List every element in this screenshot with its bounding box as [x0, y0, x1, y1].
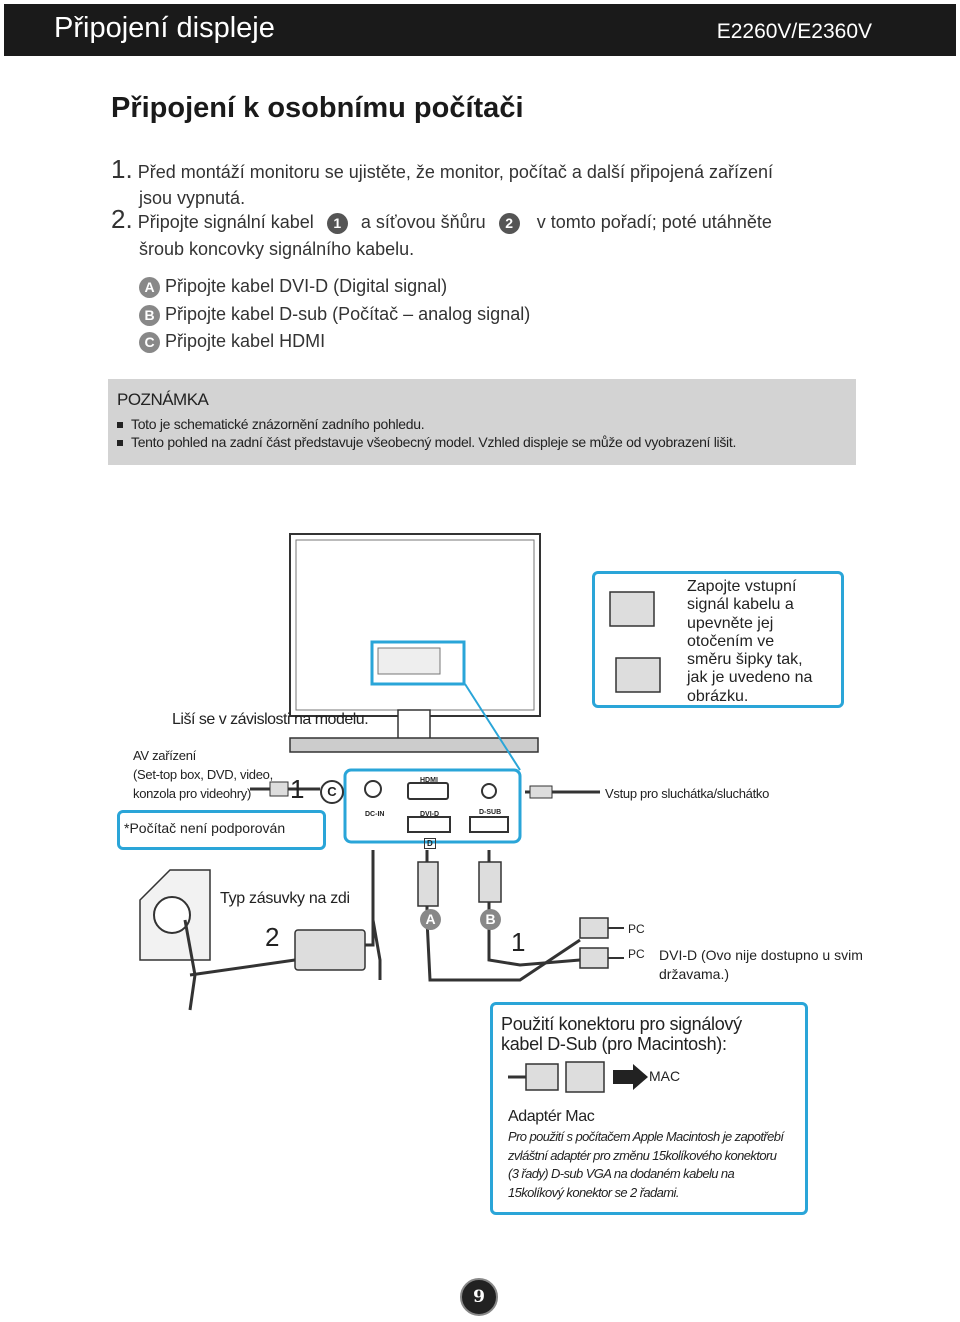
- mac-title: Použití konektoru pro signálový kabel D-…: [501, 1014, 742, 1054]
- step-1: 1. Před montáží monitoru se ujistěte, že…: [111, 156, 774, 184]
- connector-tip-illustration: [609, 591, 661, 693]
- marker-a-icon: A: [139, 277, 160, 298]
- note-item-text: Tento pohled na zadní část představuje v…: [131, 434, 737, 450]
- bullet-icon: [117, 422, 123, 429]
- sub-item-text: Připojte kabel DVI-D (Digital signal): [165, 276, 448, 296]
- note-item: Tento pohled na zadní část představuje v…: [117, 434, 736, 450]
- outlet-label: Typ zásuvky na zdi: [220, 890, 350, 907]
- pc-not-supported: *Počítač není podporován: [124, 820, 286, 836]
- marker-c-label: C: [320, 780, 344, 804]
- sub-item-c: C Připojte kabel HDMI: [139, 331, 325, 353]
- step-1-line2: jsou vypnutá.: [139, 188, 246, 208]
- tip-text: Zapojte vstupní signál kabelu a upevněte…: [687, 578, 813, 705]
- av-device-label: AV zařízení (Set-top box, DVD, video, ko…: [133, 748, 273, 801]
- marker-c-icon: C: [139, 332, 160, 353]
- pc-label: PC: [628, 922, 645, 936]
- marker-1-label: 1: [290, 774, 305, 804]
- tip-box: [592, 571, 844, 708]
- page-number: 9: [460, 1278, 498, 1316]
- step-text-a: Připojte signální kabel: [137, 212, 314, 232]
- power-adapter-illustration: [189, 920, 375, 977]
- wall-outlet-illustration: [139, 869, 211, 1011]
- av-cable-illustration: [250, 781, 320, 797]
- connection-diagram: [139, 533, 661, 1011]
- monitor-back-illustration: [289, 533, 541, 753]
- headphone-cable-illustration: [525, 785, 600, 799]
- signal-cables-illustration: [371, 850, 581, 982]
- marker-1-icon: 1: [326, 213, 348, 234]
- sub-item-text: Připojte kabel HDMI: [165, 331, 326, 351]
- marker-a-label: A: [420, 909, 441, 930]
- adapter-title: Adaptér Mac: [508, 1108, 595, 1125]
- marker-2-icon: 2: [498, 213, 520, 234]
- sub-item-a: A Připojte kabel DVI-D (Digital signal): [139, 276, 447, 298]
- note-item: Toto je schematické znázornění zadního p…: [117, 416, 425, 432]
- page-header: [4, 4, 956, 56]
- step-text: Před montáží monitoru se ujistěte, že mo…: [137, 162, 774, 182]
- mac-label: MAC: [649, 1068, 681, 1084]
- port-d-badge: D: [424, 838, 436, 849]
- note-item-text: Toto je schematické znázornění zadního p…: [131, 416, 425, 432]
- port-dcin-label: DC-IN: [365, 811, 385, 818]
- step-text-c: v tomto pořadí; poté utáhněte: [536, 212, 772, 232]
- headphone-label: Vstup pro sluchátka/sluchátko: [605, 786, 770, 801]
- adapter-text: Pro použití s počítačem Apple Macintosh …: [508, 1129, 784, 1200]
- step-text-b: a síťovou šňůru: [360, 212, 486, 232]
- marker-2-label: 2: [265, 922, 280, 952]
- step-number: 1.: [111, 154, 133, 184]
- port-dvid-label: DVI-D: [420, 811, 440, 818]
- step-2: 2. Připojte signální kabel 1 a síťovou š…: [111, 206, 772, 234]
- mac-adapter-illustration: [508, 1061, 648, 1093]
- dvi-note: DVI-D (Ovo nije dostupno u svim državama…: [659, 947, 863, 982]
- marker-1-label-lower: 1: [511, 927, 526, 957]
- note-box: [108, 379, 856, 465]
- sub-item-text: Připojte kabel D-sub (Počítač – analog s…: [165, 304, 531, 324]
- step-number: 2.: [111, 204, 133, 234]
- port-dsub-label: D-SUB: [479, 809, 502, 816]
- header-title: Připojení displeje: [54, 12, 275, 44]
- bullet-icon: [117, 440, 123, 447]
- marker-b-icon: B: [139, 305, 160, 326]
- step-2-line2: šroub koncovky signálního kabelu.: [139, 239, 415, 259]
- header-model: E2260V/E2360V: [716, 20, 872, 43]
- model-note: Liší se v závislosti na modelu.: [172, 711, 369, 728]
- sub-item-b: B Připojte kabel D-sub (Počítač – analog…: [139, 304, 530, 326]
- port-hdmi-label: HDMI: [420, 777, 438, 784]
- pc-label: PC: [628, 947, 645, 961]
- note-title: POZNÁMKA: [117, 390, 209, 409]
- marker-b-label: B: [480, 909, 501, 930]
- port-panel-illustration: [343, 768, 522, 844]
- pc-not-supported-box: [117, 810, 326, 850]
- section-title: Připojení k osobnímu počítači: [111, 92, 524, 124]
- mac-box: [490, 1002, 808, 1215]
